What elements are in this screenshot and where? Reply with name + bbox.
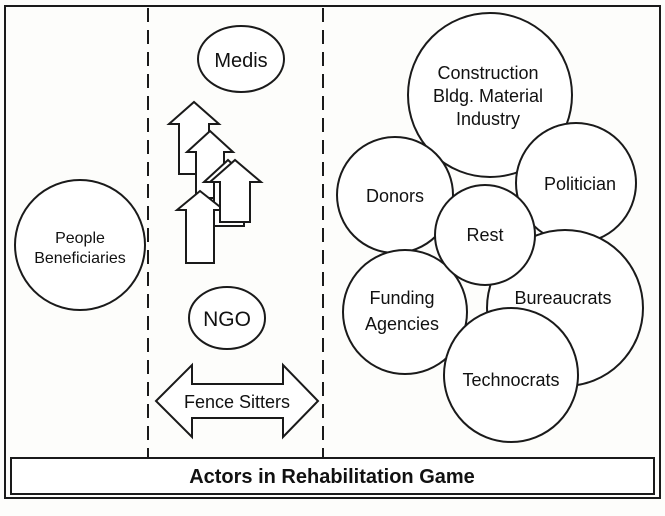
medis-circle: [197, 25, 285, 93]
caption-box: [10, 457, 655, 495]
industry-label: Industry: [456, 109, 520, 129]
people-label: People: [55, 230, 105, 247]
outer-frame: [4, 5, 661, 499]
politician-label: Politician: [544, 174, 616, 194]
diagram-caption: Actors in Rehabilitation Game: [189, 466, 475, 488]
ngo-circle: [188, 286, 266, 350]
funding-label: Funding: [369, 288, 434, 308]
technocrats-label: Technocrats: [462, 370, 559, 390]
power-actors-cluster: [336, 12, 644, 443]
bldg-material-label: Bldg. Material: [433, 86, 543, 106]
medis-label: Medis: [214, 50, 267, 72]
donors-label: Donors: [366, 186, 424, 206]
bureaucrats-label: Bureaucrats: [514, 288, 611, 308]
people-beneficiaries-circle: [14, 179, 146, 311]
construction-circle: [407, 12, 573, 178]
technocrats-circle: [443, 307, 579, 443]
construction-label: Construction: [437, 63, 538, 83]
rest-circle: [434, 184, 536, 286]
beneficiaries-label: Beneficiaries: [34, 250, 126, 267]
ngo-label: NGO: [203, 308, 251, 331]
fence-sitters-label: Fence Sitters: [184, 392, 290, 412]
up-arrow-icon: [174, 189, 227, 264]
funding-agencies-circle: [342, 249, 468, 375]
up-arrow-icon: [207, 158, 264, 223]
fence-sitters-arrow: [154, 362, 320, 440]
rest-label: Rest: [466, 225, 503, 245]
agencies-label: Agencies: [365, 314, 439, 334]
rising-arrows: [166, 100, 264, 264]
